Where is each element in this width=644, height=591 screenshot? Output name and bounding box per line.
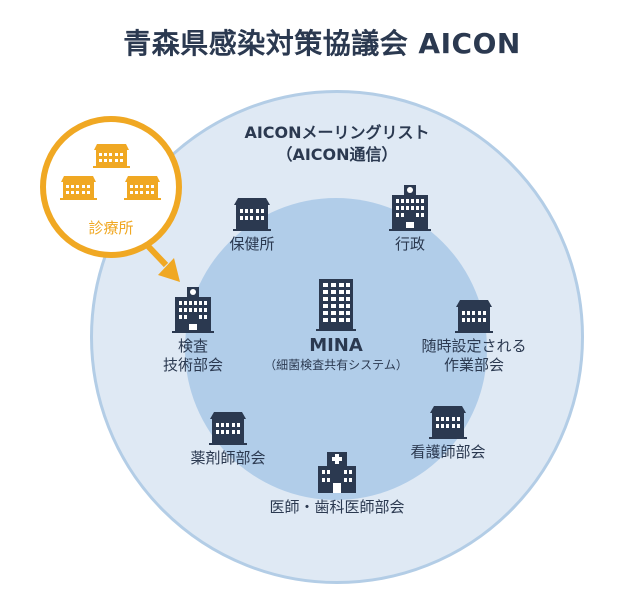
node-kango-label: 看護師部会	[410, 443, 486, 461]
government-building-icon	[172, 287, 214, 333]
clinic-label: 診療所	[88, 219, 134, 237]
clinic-badge: 診療所	[40, 116, 182, 258]
node-zuiji-label-1: 随時設定される	[421, 337, 527, 355]
node-kensa: 検査 技術部会	[153, 286, 233, 375]
node-hokenjo: 保健所	[212, 196, 292, 254]
mina-network-circle	[185, 198, 487, 500]
building-icon	[233, 198, 271, 231]
node-kango: 看護師部会	[393, 404, 503, 462]
building-icon	[429, 406, 467, 439]
page-title: 青森県感染対策協議会 AICON	[123, 27, 521, 60]
node-kensa-label-1: 検査	[177, 337, 208, 355]
node-kensa-label-2: 技術部会	[162, 356, 223, 374]
node-mina-title: MINA	[309, 335, 363, 356]
clinic-buildings-icon	[60, 144, 161, 200]
hospital-icon	[318, 452, 356, 493]
node-mina-subtitle: （細菌検査共有システム）	[264, 358, 408, 372]
node-zuiji-label-2: 作業部会	[443, 356, 504, 374]
node-yakuzai-label: 薬剤師部会	[190, 449, 266, 467]
office-tower-icon	[316, 279, 356, 331]
node-gyosei-label: 行政	[394, 235, 425, 253]
node-ishi: 医師・歯科医師部会	[249, 451, 425, 517]
node-ishi-label: 医師・歯科医師部会	[269, 498, 405, 516]
government-building-icon	[389, 185, 431, 231]
mailing-list-label: AICONメーリングリスト （AICON通信）	[195, 122, 479, 166]
node-hokenjo-label: 保健所	[229, 235, 275, 253]
mailing-list-name: AICONメーリングリスト	[244, 123, 430, 142]
node-yakuzai: 薬剤師部会	[173, 410, 283, 468]
building-icon	[455, 300, 493, 333]
node-mina: MINA （細菌検査共有システム）	[250, 278, 422, 373]
node-zuiji: 随時設定される 作業部会	[408, 298, 540, 375]
node-gyosei: 行政	[370, 184, 450, 254]
building-icon	[209, 412, 247, 445]
mailing-list-subtitle: （AICON通信）	[276, 145, 398, 164]
